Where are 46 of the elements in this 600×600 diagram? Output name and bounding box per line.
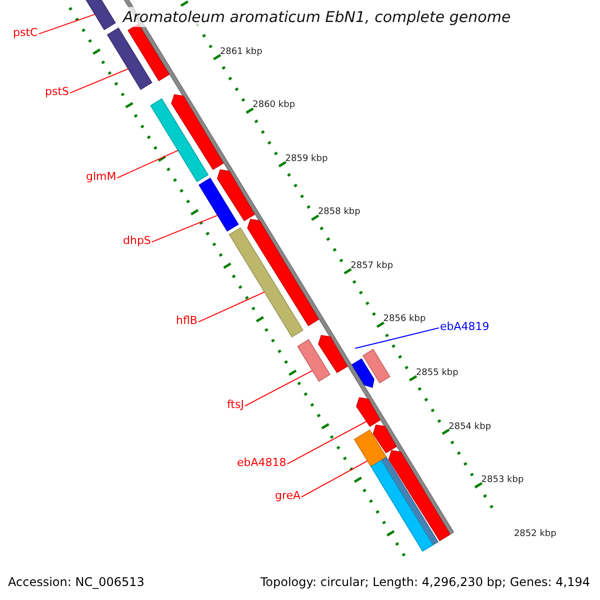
leader-line (116, 150, 178, 178)
scale-label: 2860 kbp (252, 100, 296, 112)
gene-block (150, 98, 209, 182)
gene-block (198, 178, 239, 232)
gene-block (171, 94, 224, 170)
gene-label: ebA4819 (440, 320, 490, 334)
gene-label: hflB (176, 314, 198, 328)
gene-label: glmM (86, 170, 116, 184)
gene-block (362, 348, 390, 384)
scale-label: 2856 kbp (383, 314, 426, 326)
leader-line (151, 214, 218, 242)
gene-block (352, 358, 374, 388)
gene-label: greA (275, 489, 301, 502)
leader-line (70, 68, 129, 94)
gene-block (356, 397, 381, 427)
scale-label: 2852 kbp (514, 528, 556, 540)
leader-line (286, 420, 368, 464)
scale-label: 2855 kbp (416, 368, 458, 379)
scale-label: 2858 kbp (318, 207, 360, 218)
gene-block (372, 424, 397, 454)
gene-label: pstS (45, 85, 70, 98)
gene-label: dhpS (123, 234, 151, 248)
gene-label: ebA4818 (237, 456, 286, 470)
gene-label: pstC (13, 26, 38, 40)
genome-info-text: Topology: circular; Length: 4,296,230 bp; Genes: 4,194 (260, 575, 590, 590)
scale-label: 2857 kbp (350, 260, 394, 272)
leader-line (301, 460, 368, 498)
scale-label: 2853 kbp (481, 475, 524, 486)
gene-block (297, 339, 331, 382)
gene-block (216, 169, 256, 222)
gene-block (318, 334, 348, 374)
scale-label: 2859 kbp (285, 154, 328, 165)
gene-block (106, 27, 152, 90)
gene-block (228, 227, 304, 338)
gene-block (354, 429, 387, 468)
leader-line (244, 370, 313, 406)
scale-label: 2861 kbp (220, 46, 262, 58)
gene-label: ftsJ (227, 398, 244, 412)
leader-line (354, 327, 440, 349)
accession-text: Accession: NC_006513 (8, 575, 144, 590)
scale-label: 2854 kbp (448, 422, 492, 432)
leader-line (38, 14, 96, 34)
gene-block (370, 460, 434, 552)
gene-block (247, 218, 320, 326)
leader-line (198, 292, 265, 322)
gene-block (388, 450, 450, 542)
